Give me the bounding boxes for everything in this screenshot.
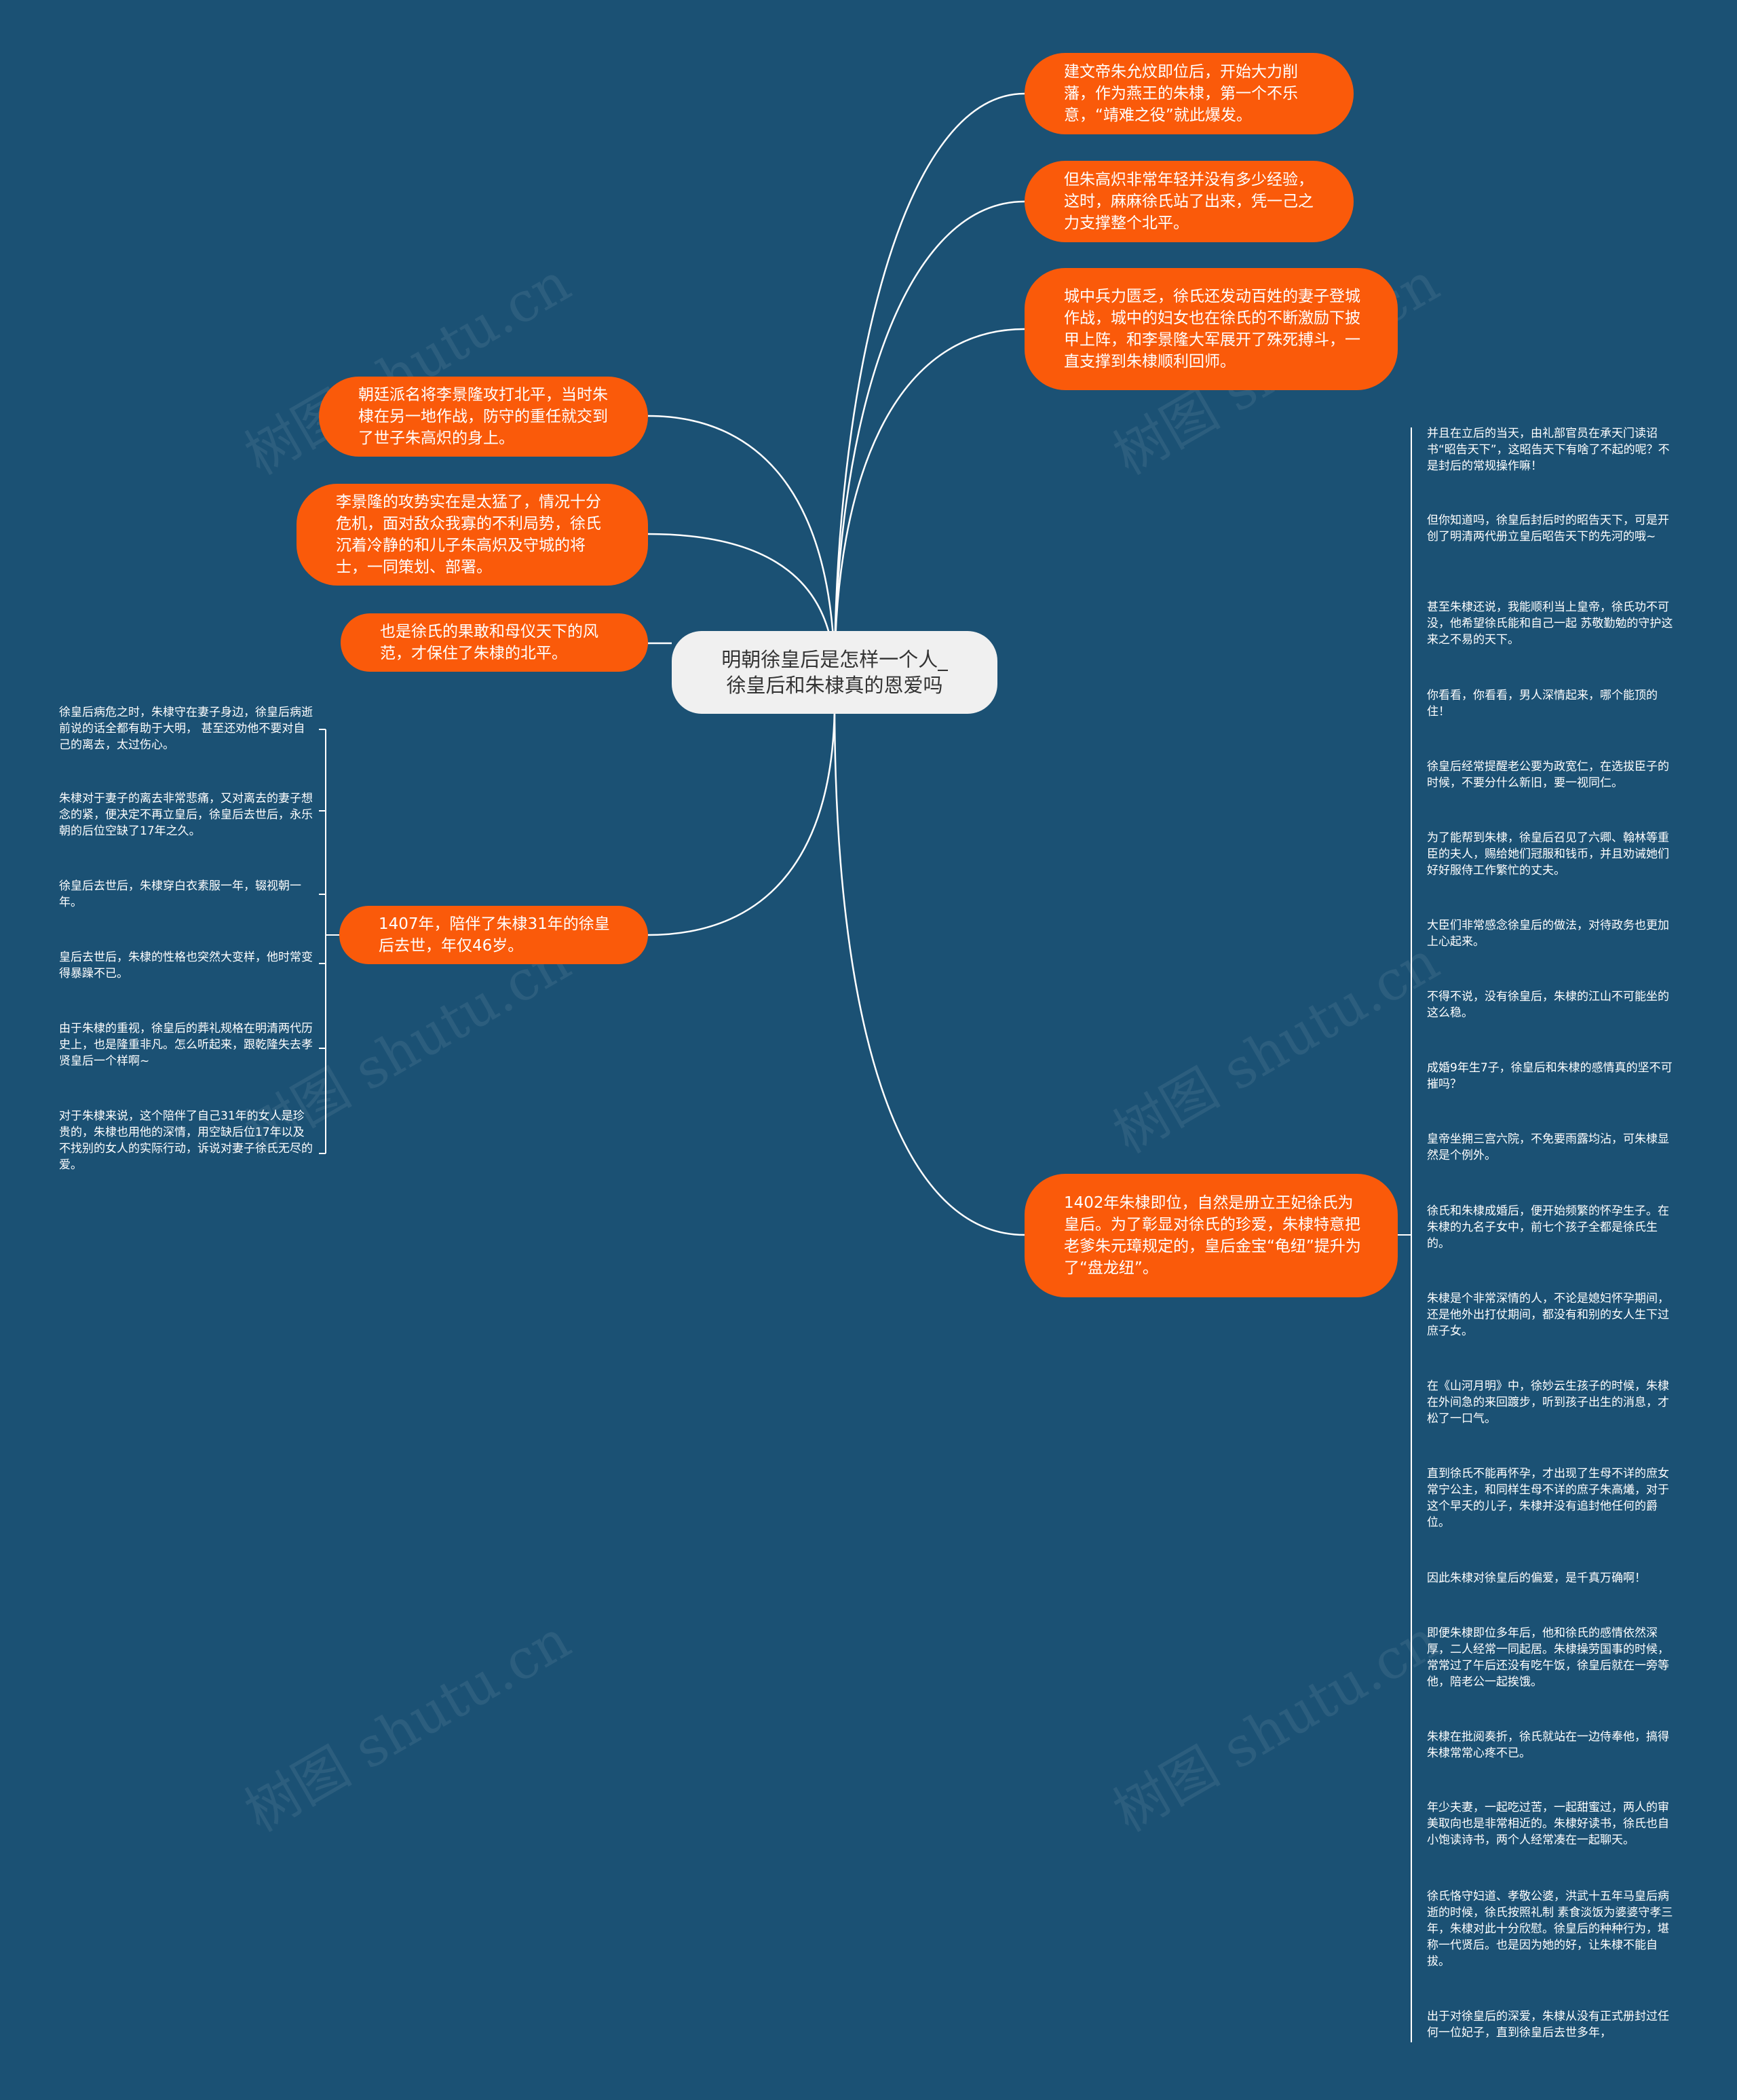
- right-leaf-18: 年少夫妻，一起吃过苦，一起甜蜜过，两人的审美取向也是非常相近的。朱棣好读书，徐氏…: [1427, 1801, 1669, 1847]
- right-leaf-17: 朱棣在批阅奏折，徐氏就站在一边侍奉他，搞得朱棣常常心疼不已。: [1427, 1730, 1669, 1760]
- branch-left-4-text: 1407年，陪伴了朱棣31年的徐皇后去世，年仅46岁。: [379, 915, 610, 955]
- connector-right-2: [833, 200, 1025, 679]
- right-leaf-9: 成婚9年生7子，徐皇后和朱棣的感情真的坚不可摧吗？: [1427, 1061, 1673, 1091]
- branch-right-1[interactable]: 建文帝朱允炆即位后，开始大力削藩，作为燕王的朱棣，第一个不乐意，“靖难之役”就此…: [1025, 53, 1354, 134]
- connector-right-1: [833, 92, 1025, 679]
- right-leaf-8: 不得不说，没有徐皇后，朱棣的江山不可能坐的这么稳。: [1427, 990, 1669, 1020]
- right-leaf-13: 在《山河月明》中，徐妙云生孩子的时候，朱棣在外间急的来回踱步，听到孩子出生的消息…: [1427, 1379, 1669, 1426]
- branch-left-4[interactable]: 1407年，陪伴了朱棣31年的徐皇后去世，年仅46岁。: [339, 906, 648, 964]
- central-topic[interactable]: 明朝徐皇后是怎样一个人_ 徐皇后和朱棣真的恩爱吗: [672, 631, 997, 714]
- branch-left-1-text: 朝廷派名将李景隆攻打北平，当时朱棣在另一地作战，防守的重任就交到了世子朱高炽的身…: [358, 386, 608, 447]
- branch-right-2[interactable]: 但朱高炽非常年轻并没有多少经验，这时，麻麻徐氏站了出来，凭一己之力支撑整个北平。: [1025, 161, 1354, 242]
- branch-left-2[interactable]: 李景隆的攻势实在是太猛了，情况十分危机，面对敌众我寡的不利局势，徐氏沉着冷静的和…: [297, 484, 648, 586]
- right-leaf-12: 朱棣是个非常深情的人，不论是媳妇怀孕期间，还是他外出打仗期间，都没有和别的女人生…: [1427, 1292, 1669, 1338]
- central-topic-line2: 徐皇后和朱棣真的恩爱吗: [726, 674, 943, 697]
- branch-left-3[interactable]: 也是徐氏的果敢和母仪天下的风范，才保住了朱棣的北平。: [341, 613, 648, 672]
- branch-right-4-text: 1402年朱棣即位，自然是册立王妃徐氏为皇后。为了彰显对徐氏的珍爱，朱棣特意把老…: [1064, 1194, 1361, 1277]
- left-leaf-2: 朱棣对于妻子的离去非常悲痛，又对离去的妻子想念的紧，便决定不再立皇后，徐皇后去世…: [59, 792, 313, 838]
- branch-left-3-text: 也是徐氏的果敢和母仪天下的风范，才保住了朱棣的北平。: [380, 623, 598, 662]
- connector-right-3: [833, 328, 1025, 679]
- left-leaf-3: 徐皇后去世后，朱棣穿白衣素服一年，辍视朝一年。: [59, 879, 301, 909]
- branch-right-1-text: 建文帝朱允炆即位后，开始大力削藩，作为燕王的朱棣，第一个不乐意，“靖难之役”就此…: [1064, 63, 1298, 124]
- right-leaf-3: 甚至朱棣还说，我能顺利当上皇帝，徐氏功不可没，他希望徐氏能和自己一起 苏敬勤勉的…: [1427, 600, 1673, 647]
- left-leaf-1: 徐皇后病危之时，朱棣守在妻子身边，徐皇后病逝前说的话全都有助于大明， 甚至还劝他…: [59, 706, 313, 752]
- right-leaf-6: 为了能帮到朱棣，徐皇后召见了六卿、翰林等重臣的夫人，赐给她们冠服和钱币，并且劝诫…: [1427, 831, 1669, 877]
- branch-right-4[interactable]: 1402年朱棣即位，自然是册立王妃徐氏为皇后。为了彰显对徐氏的珍爱，朱棣特意把老…: [1025, 1174, 1398, 1297]
- branch-left-2-text: 李景隆的攻势实在是太猛了，情况十分危机，面对敌众我寡的不利局势，徐氏沉着冷静的和…: [336, 493, 601, 576]
- right-leaf-7: 大臣们非常感念徐皇后的做法，对待政务也更加上心起来。: [1427, 919, 1669, 949]
- branch-left-1[interactable]: 朝廷派名将李景隆攻打北平，当时朱棣在另一地作战，防守的重任就交到了世子朱高炽的身…: [319, 377, 648, 457]
- right-leaf-15: 因此朱棣对徐皇后的偏爱，是千真万确啊！: [1427, 1571, 1646, 1585]
- central-topic-line1: 明朝徐皇后是怎样一个人_: [721, 648, 948, 671]
- right-leaf-bracket: [1398, 427, 1412, 2042]
- right-leaf-14: 直到徐氏不能再怀孕，才出现了生母不详的庶女常宁公主，和同样生母不详的庶子朱高爔，…: [1427, 1467, 1669, 1529]
- left-leaf-4: 皇后去世后，朱棣的性格也突然大变样，他时常变得暴躁不已。: [59, 951, 313, 980]
- right-leaf-19: 徐氏恪守妇道、孝敬公婆，洪武十五年马皇后病逝的时候，徐氏按照礼制 素食淡饭为婆婆…: [1427, 1890, 1673, 1968]
- right-leaf-10: 皇帝坐拥三宫六院，不免要雨露均沾，可朱棣显然是个例外。: [1427, 1132, 1669, 1162]
- right-leaf-5: 徐皇后经常提醒老公要为政宽仁，在选拔臣子的时候，不要分什么新旧，要一视同仁。: [1427, 760, 1669, 790]
- branch-right-3-text: 城中兵力匮乏，徐氏还发动百姓的妻子登城作战，城中的妇女也在徐氏的不断激励下披甲上…: [1064, 288, 1360, 370]
- left-leaf-6: 对于朱棣来说，这个陪伴了自己31年的女人是珍贵的，朱棣也用他的深情，用空缺后位1…: [59, 1109, 313, 1172]
- left-leaf-bracket: [319, 729, 339, 1154]
- branch-right-3[interactable]: 城中兵力匮乏，徐氏还发动百姓的妻子登城作战，城中的妇女也在徐氏的不断激励下披甲上…: [1025, 268, 1398, 390]
- connector-left-4: [647, 702, 836, 936]
- right-leaf-4: 你看看，你看看，男人深情起来，哪个能顶的住！: [1427, 689, 1658, 719]
- connector-right-4: [833, 702, 1025, 1236]
- right-leaf-20: 出于对徐皇后的深爱，朱棣从没有正式册封过任何一位妃子，直到徐皇后去世多年，: [1427, 2010, 1669, 2040]
- right-leaf-11: 徐氏和朱棣成婚后，便开始频繁的怀孕生子。在朱棣的九名子女中，前七个孩子全都是徐氏…: [1427, 1204, 1669, 1251]
- right-leaf-16: 即便朱棣即位多年后，他和徐氏的感情依然深厚，二人经常一同起居。朱棣操劳国事的时候…: [1427, 1626, 1669, 1689]
- connector-left-1: [647, 415, 836, 679]
- branch-right-2-text: 但朱高炽非常年轻并没有多少经验，这时，麻麻徐氏站了出来，凭一己之力支撑整个北平。: [1064, 171, 1314, 232]
- right-leaf-2: 但你知道吗，徐皇后封后时的昭告天下，可是开创了明清两代册立皇后昭告天下的先河的哦…: [1427, 514, 1669, 543]
- right-leaf-1: 并且在立后的当天，由礼部官员在承天门读诏书“昭告天下”，这昭告天下有啥了不起的呢…: [1427, 427, 1670, 473]
- left-leaf-5: 由于朱棣的重视，徐皇后的葬礼规格在明清两代历史上，也是隆重非凡。怎么听起来，跟乾…: [59, 1022, 313, 1068]
